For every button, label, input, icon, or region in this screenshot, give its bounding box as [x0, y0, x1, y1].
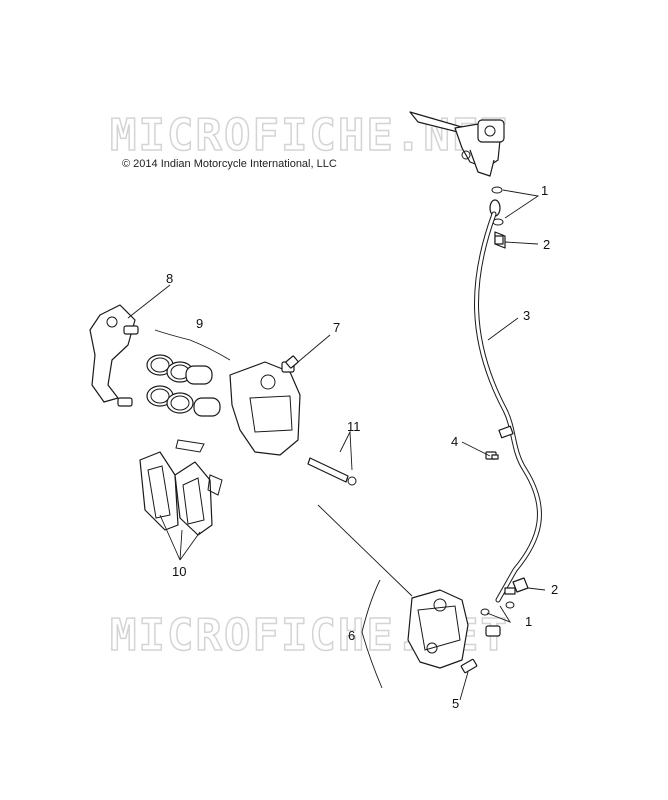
callout-8: 8 — [166, 271, 173, 286]
piston-icon — [146, 354, 221, 417]
watermark-top: MICROFICHE.NET — [110, 110, 509, 161]
callout-4: 4 — [451, 434, 458, 449]
caliper-body-icon — [229, 361, 301, 456]
callout-6: 6 — [348, 628, 355, 643]
copyright-text: © 2014 Indian Motorcycle International, … — [122, 158, 337, 170]
bolt-icon — [485, 451, 499, 460]
callout-3: 3 — [523, 308, 530, 323]
leader-lines — [127, 189, 546, 701]
callout-10: 10 — [172, 564, 186, 579]
caliper-bracket-icon — [89, 304, 139, 407]
callout-7: 7 — [333, 320, 340, 335]
callout-9: 9 — [196, 316, 203, 331]
caliper-bolt-icon — [460, 658, 478, 674]
banjo-bolt-icon — [489, 199, 506, 249]
callout-11: 11 — [347, 419, 361, 434]
bleeder-screw-icon — [285, 355, 299, 369]
pad-pin-icon — [307, 457, 357, 486]
callout-2-top: 2 — [543, 237, 550, 252]
master-cylinder-icon — [409, 111, 505, 177]
callout-1-top: 1 — [541, 183, 548, 198]
brake-caliper-icon — [407, 589, 515, 669]
callout-5: 5 — [452, 696, 459, 711]
brake-hose-icon — [474, 211, 542, 603]
callout-1-bottom: 1 — [525, 614, 532, 629]
brake-pad-icon — [139, 439, 223, 536]
callout-2-bottom: 2 — [551, 582, 558, 597]
